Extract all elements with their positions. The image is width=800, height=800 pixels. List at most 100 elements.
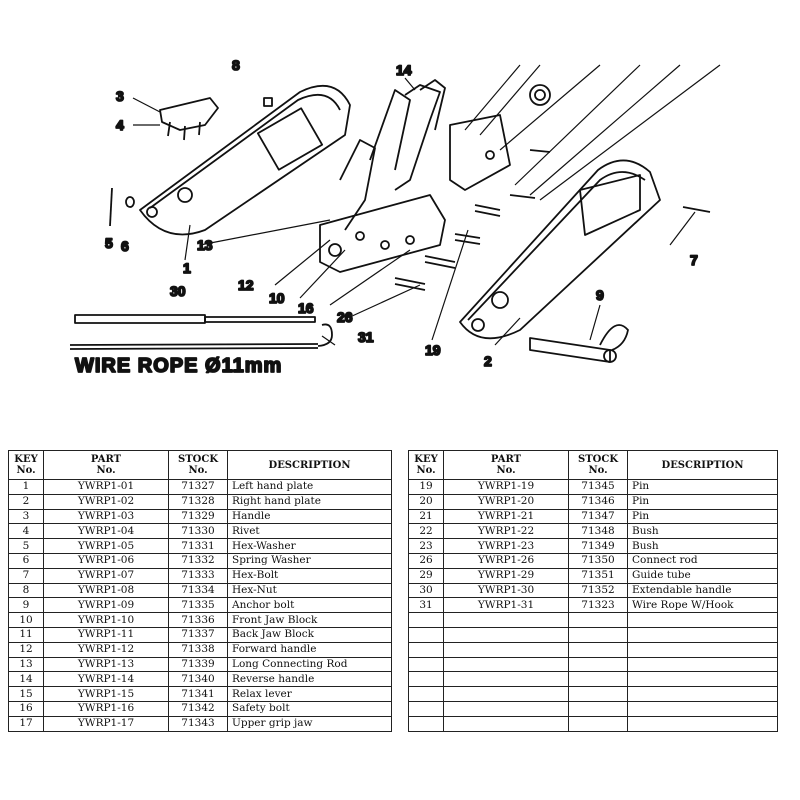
handle-drawing	[159, 97, 219, 141]
part-number-cell: YWRP1-14	[43, 671, 169, 688]
key-cell: 16	[8, 700, 44, 717]
key-cell	[408, 671, 444, 688]
key-cell: 14	[8, 671, 44, 688]
description-cell: Anchor bolt	[227, 597, 392, 614]
stock-number-cell: 71333	[168, 567, 228, 584]
part-number-cell	[443, 700, 569, 717]
key-cell: 30	[408, 582, 444, 599]
key-cell: 1	[8, 479, 44, 495]
callout-label: 7	[690, 252, 698, 268]
stock-number-cell: 71352	[568, 582, 628, 599]
stock-number-cell: 71347	[568, 508, 628, 525]
table-row	[408, 671, 778, 688]
part-number-cell: YWRP1-09	[43, 597, 169, 614]
stock-number-cell: 71329	[168, 508, 228, 525]
callout-label: 12	[238, 277, 254, 293]
anchor-bolt-drawing	[529, 324, 629, 363]
stock-number-cell	[568, 715, 628, 732]
stock-number-cell: 71350	[568, 552, 628, 569]
part-number-cell: YWRP1-23	[443, 538, 569, 554]
callout-label: 3	[116, 88, 124, 104]
key-cell: 6	[8, 552, 44, 569]
extendable-handle-drawing	[74, 314, 316, 324]
right-hand-plate-drawing	[459, 159, 661, 340]
callout-label: 5	[105, 235, 113, 251]
table-row	[408, 656, 778, 673]
part-number-cell: YWRP1-05	[43, 538, 169, 554]
description-cell: Bush	[627, 523, 778, 540]
part-number-cell	[443, 686, 569, 702]
part-number-cell	[443, 671, 569, 688]
stock-number-cell	[568, 686, 628, 702]
part-number-cell	[443, 656, 569, 673]
description-cell	[627, 715, 778, 732]
table-row	[408, 686, 778, 702]
stock-number-cell: 71332	[168, 552, 228, 569]
callout-label: 1	[183, 260, 191, 276]
part-number-cell: YWRP1-13	[43, 656, 169, 673]
stock-number-cell: 71335	[168, 597, 228, 614]
description-header: DESCRIPTION	[227, 450, 392, 480]
key-cell	[408, 715, 444, 732]
stock-number-cell: 71327	[168, 479, 228, 495]
key-cell: 11	[8, 626, 44, 643]
description-cell: Pin	[627, 479, 778, 495]
key-cell: 2	[8, 493, 44, 510]
key-cell: 7	[8, 567, 44, 584]
stock-number-cell	[568, 626, 628, 643]
description-cell	[627, 700, 778, 717]
part-number-cell: YWRP1-29	[443, 567, 569, 584]
description-cell: Extendable handle	[627, 582, 778, 599]
description-cell: Pin	[627, 508, 778, 525]
reverse-handle-drawing	[419, 79, 551, 191]
left-hand-plate-drawing	[139, 84, 351, 236]
part-number-cell: YWRP1-16	[43, 700, 169, 717]
stock-number-cell	[568, 671, 628, 688]
stock-number-cell: 71346	[568, 493, 628, 510]
pins-drawing	[394, 149, 551, 291]
description-cell: Right hand plate	[227, 493, 392, 510]
stock-number-cell: 71328	[168, 493, 228, 510]
description-cell: Handle	[227, 508, 392, 525]
callout-label: 14	[396, 62, 412, 78]
part-number-cell: YWRP1-21	[443, 508, 569, 525]
part-number-cell	[443, 612, 569, 628]
table-row	[408, 626, 778, 643]
key-cell: 29	[408, 567, 444, 584]
key-cell: 17	[8, 715, 44, 732]
key-cell	[408, 700, 444, 717]
description-cell: Hex-Nut	[227, 582, 392, 599]
key-cell: 13	[8, 656, 44, 673]
part-number-cell: YWRP1-15	[43, 686, 169, 702]
key-cell	[408, 626, 444, 643]
key-cell: 4	[8, 523, 44, 540]
description-cell	[627, 641, 778, 658]
part-number-cell: YWRP1-11	[43, 626, 169, 643]
description-cell: Back Jaw Block	[227, 626, 392, 643]
key-cell	[408, 656, 444, 673]
part-number-cell: YWRP1-06	[43, 552, 169, 569]
stock-number-cell: 71338	[168, 641, 228, 658]
